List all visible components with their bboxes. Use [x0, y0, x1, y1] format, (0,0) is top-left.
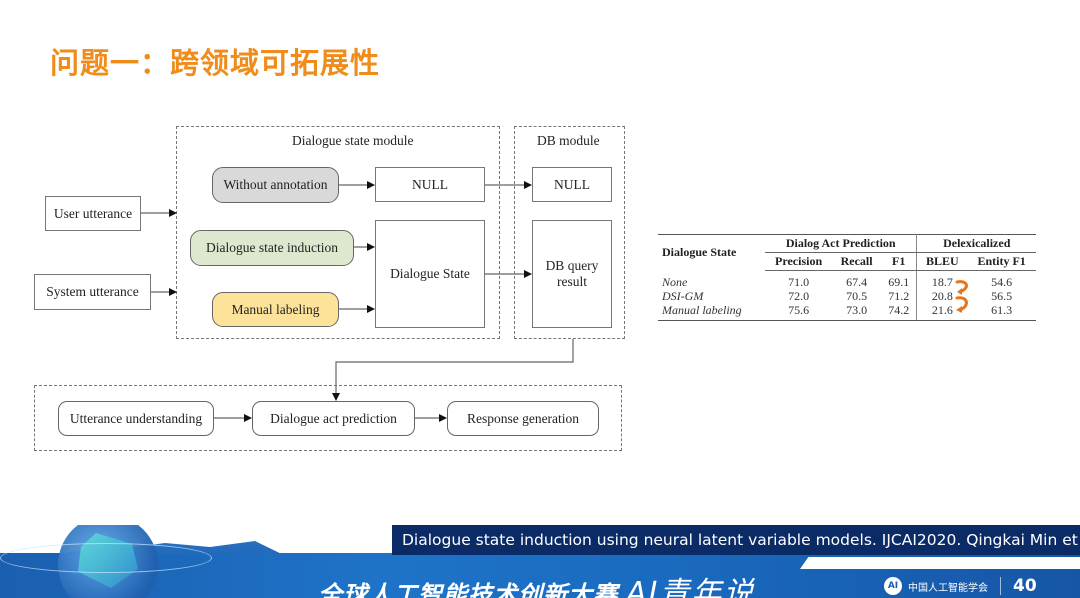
dialogue-act-prediction-box: Dialogue act prediction: [252, 401, 415, 436]
response-generation-box: Response generation: [447, 401, 599, 436]
table-row: None 71.0 67.4 69.1 18.7 54.6: [658, 270, 1036, 289]
row-header: Dialogue State: [662, 245, 737, 260]
org-name: 中国人工智能学会: [908, 582, 988, 594]
col-precision: Precision: [764, 252, 833, 271]
dialogue-state-induction-box: Dialogue state induction: [190, 230, 354, 266]
dialogue-state-box: Dialogue State: [375, 220, 485, 328]
table-row: DSI-GM 72.0 70.5 71.2 20.8 56.5: [662, 289, 1013, 303]
org-logo: AI 中国人工智能学会 40: [884, 576, 1037, 596]
dialogue-null-box: NULL: [375, 167, 485, 202]
footer-banner: Dialogue state induction using neural la…: [0, 525, 1080, 598]
caai-logo-icon: AI: [884, 577, 902, 595]
utterance-understanding-box: Utterance understanding: [58, 401, 214, 436]
db-query-result-box: DB query result: [532, 220, 612, 328]
without-annotation-box: Without annotation: [212, 167, 339, 203]
group-dialog-act-prediction: Dialog Act Prediction: [764, 234, 918, 253]
dialogue-state-module-container: [176, 126, 500, 339]
event-ai-title: AI青年说: [626, 576, 756, 598]
db-null-box: NULL: [532, 167, 612, 202]
pipeline-container: [34, 385, 622, 451]
improvement-arrows-icon: [955, 280, 968, 313]
results-table: Dialogue State Dialog Act Prediction Del…: [658, 234, 1036, 321]
slide-title: 问题一：跨领域可拓展性: [50, 46, 381, 80]
system-utterance-box: System utterance: [34, 274, 151, 310]
event-slogan: 全球人工智能技术创新大赛 AI青年说: [318, 568, 755, 598]
manual-labeling-box: Manual labeling: [212, 292, 339, 327]
col-bleu: BLEU: [916, 252, 968, 271]
table-row: Manual labeling 75.6 73.0 74.2 21.6 61.3: [658, 303, 1036, 321]
db-module-label: DB module: [537, 133, 600, 148]
event-name: 全球人工智能技术创新大赛: [318, 581, 618, 598]
dialogue-state-module-label: Dialogue state module: [292, 133, 414, 148]
orbit-ring-icon: [0, 543, 212, 573]
group-delexicalized: Delexicalized: [916, 234, 1036, 253]
col-entity-f1: Entity F1: [967, 252, 1036, 271]
col-recall: Recall: [832, 252, 881, 271]
footer-stripe: [800, 557, 1080, 569]
db-module-container: [514, 126, 625, 339]
logo-divider: [1000, 577, 1001, 595]
anniversary-badge: 40: [1013, 576, 1037, 596]
user-utterance-box: User utterance: [45, 196, 141, 231]
citation-bar: Dialogue state induction using neural la…: [392, 525, 1080, 555]
col-f1: F1: [880, 252, 918, 271]
